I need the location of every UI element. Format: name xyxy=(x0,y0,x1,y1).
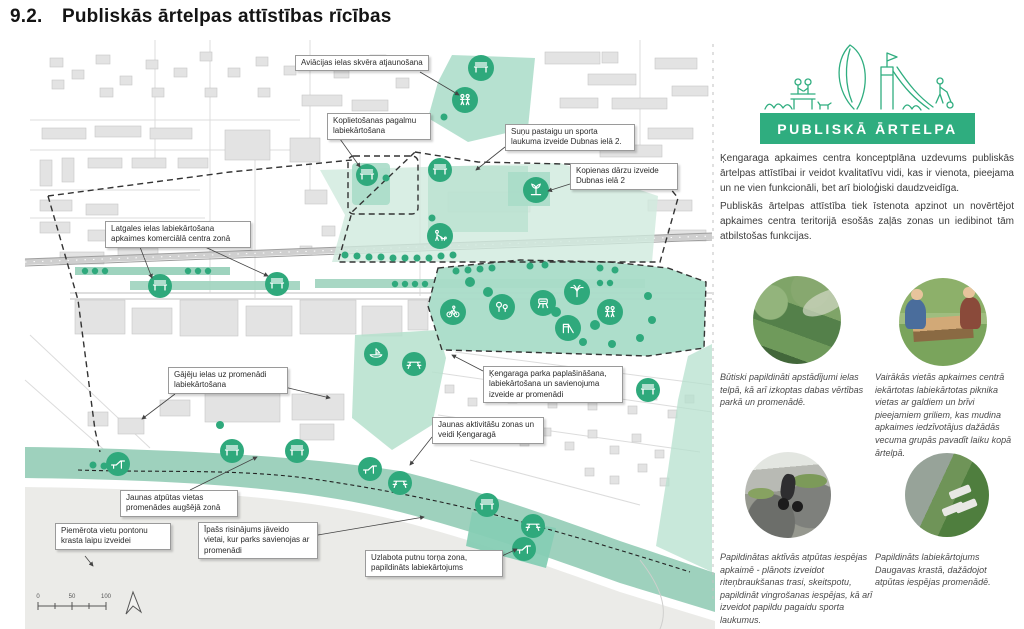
callout-kopienas-darzi: Kopienas dārzu izveide Dubnas ielā 2 xyxy=(570,163,678,190)
people-icon xyxy=(452,87,478,113)
callout-koplietosanas-pagalmi: Koplietošanas pagalmu labiekārtošana xyxy=(327,113,431,140)
callout-ipass-risinajums: Īpašs risinājums jāveido vietai, kur par… xyxy=(198,522,318,560)
north-arrow-icon xyxy=(125,590,143,615)
callout-jaunas-atputas-vietas: Jaunas atpūtas vietas promenādes augšējā… xyxy=(120,490,238,517)
callout-gajeju-ielas: Gājēju ielas uz promenādi labiekārtošana xyxy=(168,367,288,394)
photo-caption-2: Vairākās vietās apkaimes centrā iekārtot… xyxy=(875,372,1012,458)
scale-bar: 0 50 100 xyxy=(36,594,112,610)
photo-caption-3: Papildinātas aktīvās atpūtas iespējas ap… xyxy=(720,552,873,625)
section-title: Publiskās ārtelpas attīstības rīcības xyxy=(62,6,392,27)
photo-picnic-table xyxy=(899,278,987,366)
bench-icon xyxy=(475,493,499,517)
photo-pumptrack-bmx xyxy=(745,452,831,538)
community-garden-icon xyxy=(523,177,549,203)
bench-icon xyxy=(265,272,289,296)
tree-pair-icon xyxy=(489,294,515,320)
photo-detail xyxy=(777,498,789,510)
svg-text:0: 0 xyxy=(36,594,40,600)
photo-detail xyxy=(905,299,927,330)
photo-greenery xyxy=(753,276,841,364)
promenade-path xyxy=(77,469,691,573)
section-number: 9.2. xyxy=(10,6,43,27)
shoreline xyxy=(639,559,664,629)
callout-jaunas-aktivitates: Jaunas aktivitāšu zonas un veidi Ķengara… xyxy=(432,417,544,444)
publiska-artelpa-banner: PUBLISKĀ ĀRTELPA xyxy=(760,113,975,144)
commercial-strip xyxy=(130,281,300,290)
lounge-chair-icon xyxy=(358,457,382,481)
park-line-illustration xyxy=(764,44,954,111)
photo-detail xyxy=(748,488,775,500)
lounge-chair-icon xyxy=(512,537,536,561)
photo-detail xyxy=(911,288,923,300)
photo-detail xyxy=(959,297,981,330)
photo-detail xyxy=(792,501,804,513)
callout-sunu-laukums: Suņu pastaigu un sporta laukuma izveide … xyxy=(505,124,635,151)
page-title: 9.2. Publiskās ārtelpas attīstības rīcība… xyxy=(10,6,392,28)
people-icon xyxy=(597,299,623,325)
callout-kengaraga-parks: Ķengaraga parka paplašināšana, labiekārt… xyxy=(483,366,623,404)
picnic-table-icon xyxy=(388,471,412,495)
photo-caption-1: Būtiski papildināti apstādījumi ielas te… xyxy=(720,372,864,408)
callout-pontonu-laipas: Piemērota vietu pontonu krasta laipu izv… xyxy=(55,523,171,550)
callout-putnu-tornis: Uzlabota putnu torņa zona, papildināts l… xyxy=(365,550,503,577)
bench-icon xyxy=(148,274,172,298)
dog-walking-icon xyxy=(427,223,453,249)
photo-caption-4: Papildināts labiekārtojums Daugavas kras… xyxy=(875,552,991,588)
photo-detail xyxy=(792,474,827,489)
intro-paragraph-2: Publiskās ārtelpas attīstība tiek īsteno… xyxy=(720,201,1014,242)
intro-paragraph-1: Ķengaraga apkaimes centra konceptplāna u… xyxy=(720,153,1014,194)
playground-slide-icon xyxy=(555,315,581,341)
riverside-wedge-area xyxy=(656,344,712,572)
picnic-table-icon xyxy=(521,514,545,538)
lounge-chair-icon xyxy=(106,452,130,476)
study-boundary xyxy=(47,151,707,453)
photo-detail xyxy=(963,286,975,299)
bench-icon xyxy=(220,439,244,463)
bench-icon xyxy=(468,55,494,81)
amenity-icons xyxy=(106,55,660,561)
photo-riverbank-loungers xyxy=(905,453,989,537)
svg-text:100: 100 xyxy=(101,594,112,600)
fountain-tree-icon xyxy=(564,279,590,305)
bench-icon xyxy=(636,378,660,402)
callout-latgales-iela: Latgales ielas labiekārtošana apkaimes k… xyxy=(105,221,251,248)
bench-icon xyxy=(285,439,309,463)
boat-icon xyxy=(364,342,388,366)
picnic-table-icon xyxy=(402,352,426,376)
callout-aviacijas-skvers: Aviācijas ielas skvēra atjaunošana xyxy=(295,55,429,72)
map-dots xyxy=(81,113,656,470)
central-park-area xyxy=(428,260,706,356)
top-park-area xyxy=(428,55,535,142)
commercial-strip xyxy=(75,267,230,275)
bench-icon xyxy=(428,158,452,182)
buildings xyxy=(39,51,709,487)
callout-leader-lines xyxy=(84,71,571,567)
svg-text:50: 50 xyxy=(69,594,76,600)
bench-icon xyxy=(356,164,378,186)
bike-icon xyxy=(440,299,466,325)
grill-icon xyxy=(530,290,556,316)
